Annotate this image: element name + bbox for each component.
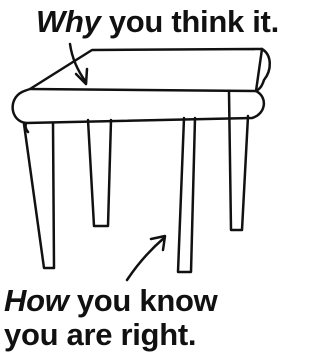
bottom-caption-emphasis: How	[4, 283, 69, 318]
table-leg-back-right	[229, 92, 248, 230]
bottom-caption-line-2: you are right.	[4, 318, 217, 352]
table-leg-back-left	[88, 120, 111, 226]
bottom-caption-line-1: How you know	[4, 284, 217, 318]
tabletop-front-edge	[13, 89, 264, 123]
table-leg-front-left	[24, 123, 54, 268]
arrow-to-tabletop	[70, 44, 87, 84]
table-leg-front-right	[178, 118, 195, 272]
tabletop	[30, 49, 262, 91]
bottom-caption-line-1-rest: you know	[69, 283, 218, 318]
bottom-caption: How you know you are right.	[4, 284, 217, 352]
arrow-to-table-leg	[127, 236, 165, 280]
